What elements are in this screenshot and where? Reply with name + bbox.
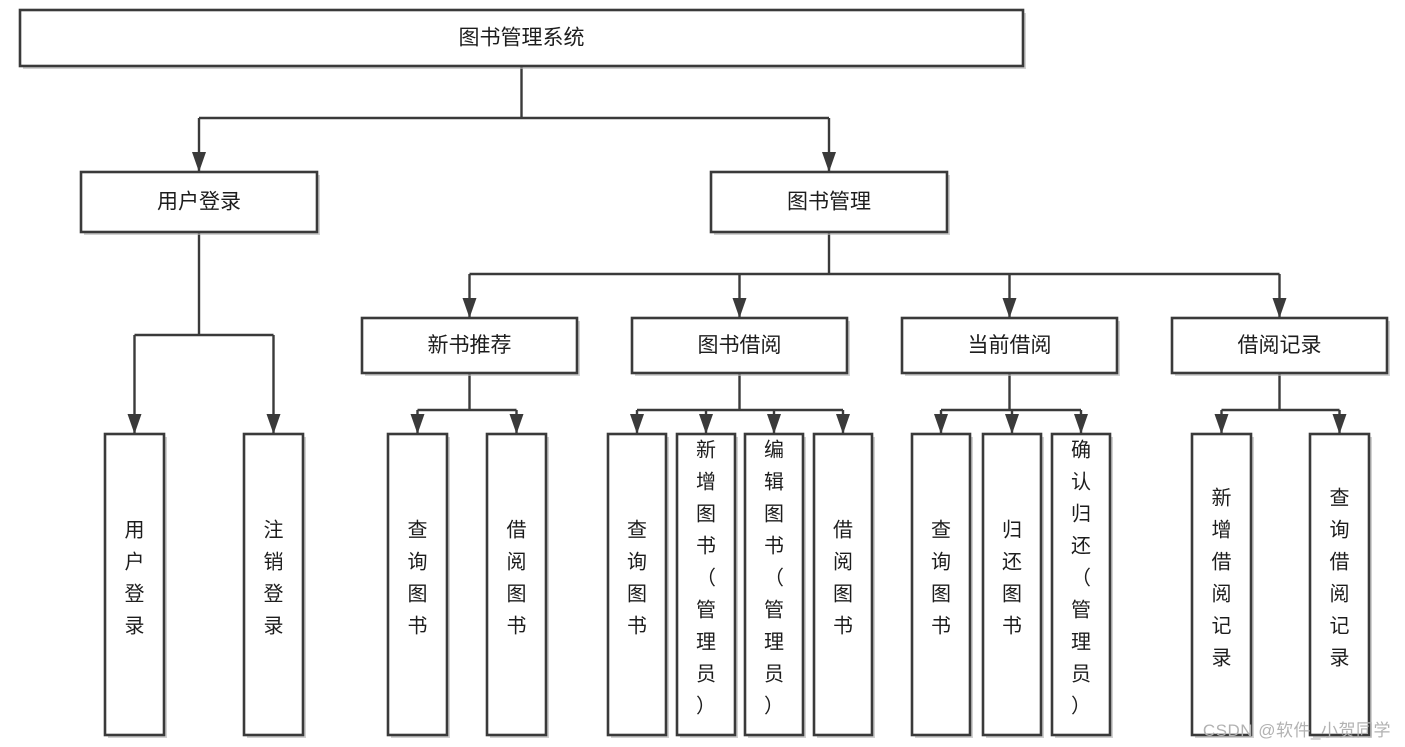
node-label: 图书管理系统 (459, 27, 585, 50)
node-layer: 图书管理系统用户登录图书管理新书推荐图书借阅当前借阅借阅记录用户登录注销登录查询… (18, 8, 1390, 738)
node-leaf-logout[interactable]: 注销登录 (242, 432, 306, 738)
node-leaf-borrow-book-2[interactable]: 借阅图书 (812, 432, 875, 738)
arrow-head-icon (767, 414, 781, 434)
node-label: 借阅记录 (1238, 334, 1322, 357)
arrow-head-icon (934, 414, 948, 434)
arrow-head-icon (630, 414, 644, 434)
node-box[interactable] (910, 432, 972, 737)
node-label: 用户登录 (157, 191, 241, 214)
node-label: 新书推荐 (428, 334, 512, 357)
node-book-borrow[interactable]: 图书借阅 (630, 316, 850, 376)
node-box[interactable] (606, 432, 668, 737)
node-label: 查询借阅记录 (1330, 487, 1350, 670)
node-box[interactable] (1190, 432, 1253, 737)
node-label: 查询图书 (627, 519, 647, 638)
node-label: 图书借阅 (698, 334, 782, 357)
arrow-head-icon (1002, 298, 1017, 318)
arrow-head-icon (462, 298, 477, 318)
node-label: 新增图书（管理员） (696, 439, 716, 718)
node-leaf-add-book[interactable]: 新增图书（管理员） (675, 432, 738, 738)
node-label: 查询图书 (931, 519, 951, 638)
node-label: 当前借阅 (968, 334, 1052, 357)
arrow-head-icon (1074, 414, 1088, 434)
arrow-head-icon (1214, 414, 1229, 434)
node-box[interactable] (360, 316, 579, 375)
arrow-head-icon (1332, 414, 1347, 434)
node-box[interactable] (1050, 432, 1112, 737)
node-root[interactable]: 图书管理系统 (18, 8, 1026, 69)
node-box[interactable] (743, 432, 805, 737)
node-label: 确认归还（管理员） (1071, 439, 1091, 718)
node-leaf-query-book-1[interactable]: 查询图书 (386, 432, 450, 738)
node-leaf-query-book-2[interactable]: 查询图书 (606, 432, 669, 738)
arrow-head-icon (127, 414, 142, 434)
node-leaf-edit-book[interactable]: 编辑图书（管理员） (743, 432, 806, 738)
arrow-head-icon (266, 414, 281, 434)
node-borrow-record[interactable]: 借阅记录 (1170, 316, 1390, 376)
node-box[interactable] (18, 8, 1025, 68)
node-label: 查询图书 (408, 519, 428, 638)
connector-layer (127, 66, 1347, 434)
node-label: 图书管理 (787, 191, 871, 214)
node-label: 新增借阅记录 (1212, 487, 1232, 670)
arrow-head-icon (1005, 414, 1019, 434)
node-current-borrow[interactable]: 当前借阅 (900, 316, 1120, 376)
node-box[interactable] (386, 432, 449, 737)
node-leaf-query-book-3[interactable]: 查询图书 (910, 432, 973, 738)
node-label: 借阅图书 (507, 519, 527, 638)
node-box[interactable] (630, 316, 849, 375)
watermark-label: CSDN @软件_小贺同学 (1202, 721, 1391, 740)
arrow-head-icon (836, 414, 850, 434)
node-box[interactable] (1170, 316, 1389, 375)
node-box[interactable] (79, 170, 319, 234)
node-box[interactable] (900, 316, 1119, 375)
node-leaf-user-login[interactable]: 用户登录 (103, 432, 167, 738)
arrow-head-icon (410, 414, 425, 434)
node-box[interactable] (103, 432, 166, 737)
arrow-head-icon (192, 152, 206, 172)
node-box[interactable] (675, 432, 737, 737)
node-leaf-confirm-return[interactable]: 确认归还（管理员） (1050, 432, 1113, 738)
node-label: 编辑图书（管理员） (764, 439, 784, 718)
node-leaf-return-book[interactable]: 归还图书 (981, 432, 1044, 738)
node-label: 注销登录 (264, 519, 284, 638)
node-leaf-add-record[interactable]: 新增借阅记录 (1190, 432, 1254, 738)
arrow-head-icon (732, 298, 747, 318)
node-leaf-borrow-book-1[interactable]: 借阅图书 (485, 432, 549, 738)
arrow-head-icon (822, 152, 836, 172)
node-box[interactable] (485, 432, 548, 737)
node-book-manage[interactable]: 图书管理 (709, 170, 950, 235)
node-new-book-rec[interactable]: 新书推荐 (360, 316, 580, 376)
arrow-head-icon (1272, 298, 1287, 318)
node-box[interactable] (981, 432, 1043, 737)
node-box[interactable] (709, 170, 949, 234)
node-label: 用户登录 (125, 520, 145, 638)
node-box[interactable] (242, 432, 305, 737)
node-box[interactable] (1308, 432, 1371, 737)
node-user-login[interactable]: 用户登录 (79, 170, 320, 235)
node-label: 借阅图书 (833, 519, 853, 638)
arrow-head-icon (509, 414, 524, 434)
node-label: 归还图书 (1002, 519, 1022, 638)
node-box[interactable] (812, 432, 874, 737)
node-leaf-query-record[interactable]: 查询借阅记录 (1308, 432, 1372, 738)
arrow-head-icon (699, 414, 713, 434)
